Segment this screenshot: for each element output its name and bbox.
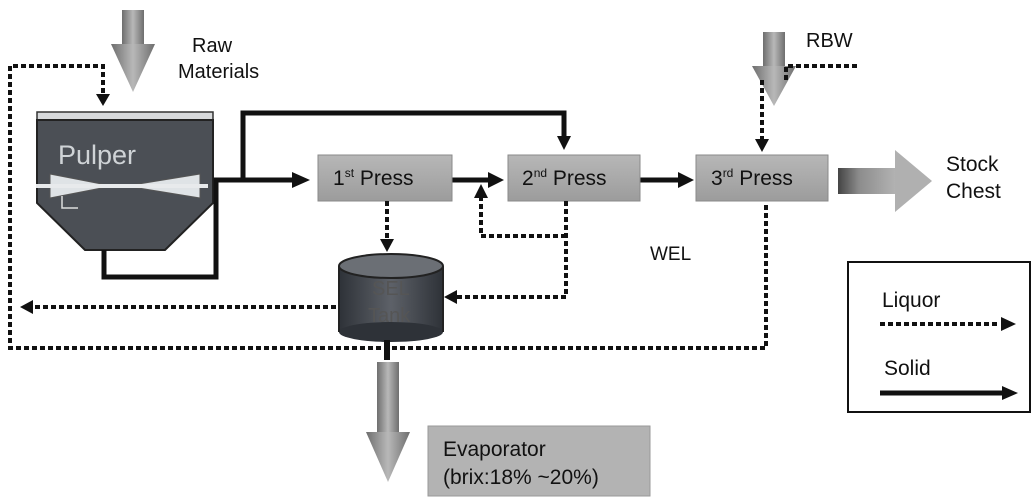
pulper-label: Pulper (58, 140, 136, 170)
legend-liquor-arrowhead (1001, 317, 1016, 331)
press3-word: Press (733, 167, 793, 190)
press3-number: 3 (711, 167, 723, 190)
arrowhead-to-pulper (96, 94, 110, 106)
sel-tank-label-line2: Tank (368, 305, 411, 327)
press-1: 1st Press (317, 154, 453, 202)
evaporator-label-line1: Evaporator (443, 438, 546, 461)
stock-chest-label-line2: Chest (946, 180, 1001, 203)
legend-solid-label: Solid (884, 357, 931, 380)
rbw-label: RBW (806, 30, 853, 52)
liquor-arrowheads (20, 94, 769, 314)
wel-label: WEL (650, 244, 691, 265)
legend-solid-arrowhead (1002, 386, 1018, 400)
arrowhead-press2-to-tank (444, 290, 457, 304)
evaporator-arrow (366, 362, 410, 482)
arrowhead-to-press1 (292, 172, 310, 188)
svg-text:3rd Press: 3rd Press (711, 166, 793, 190)
sel-tank (338, 253, 444, 342)
press1-number: 1 (333, 167, 345, 190)
press1-word: Press (354, 167, 414, 190)
raw-materials-arrow (111, 10, 155, 92)
raw-materials-label-line1: Raw (192, 35, 233, 57)
stock-chest-arrow (838, 150, 932, 212)
press1-superscript: st (345, 166, 355, 180)
evaporator-box (427, 425, 651, 497)
arrowhead-press1-to-tank (380, 239, 394, 252)
solid-arrowheads (292, 136, 694, 188)
press2-number: 2 (522, 167, 534, 190)
tank-outlet-pipe (384, 340, 390, 360)
arrowhead-tank-outlet (20, 300, 33, 314)
arrowhead-bypass-to-press2 (557, 136, 571, 150)
press-2: 2nd Press (507, 154, 641, 202)
arrowhead-rbw-to-press3 (755, 139, 769, 152)
evaporator-label-line2: (brix:18% ~20%) (443, 466, 599, 489)
press2-word: Press (547, 167, 607, 190)
svg-text:1st Press: 1st Press (333, 166, 414, 190)
raw-materials-label-line2: Materials (178, 61, 259, 83)
pulper (36, 111, 214, 251)
arrowhead-wel-to-press2 (474, 184, 488, 198)
svg-text:2nd Press: 2nd Press (522, 166, 607, 190)
stock-chest-label-line1: Stock (946, 153, 999, 176)
press-3: 3rd Press (695, 154, 829, 202)
rbw-arrow (752, 32, 796, 106)
liquor-flow-lines (8, 64, 857, 350)
sel-tank-label-line1: SEL (372, 278, 410, 300)
legend-liquor-label: Liquor (882, 289, 940, 312)
legend: Liquor Solid (847, 261, 1031, 413)
arrowhead-to-press2 (488, 172, 504, 188)
arrowhead-to-press3 (678, 172, 694, 188)
press2-superscript: nd (534, 166, 547, 180)
press3-superscript: rd (723, 166, 734, 180)
solid-flow-lines (101, 110, 680, 280)
